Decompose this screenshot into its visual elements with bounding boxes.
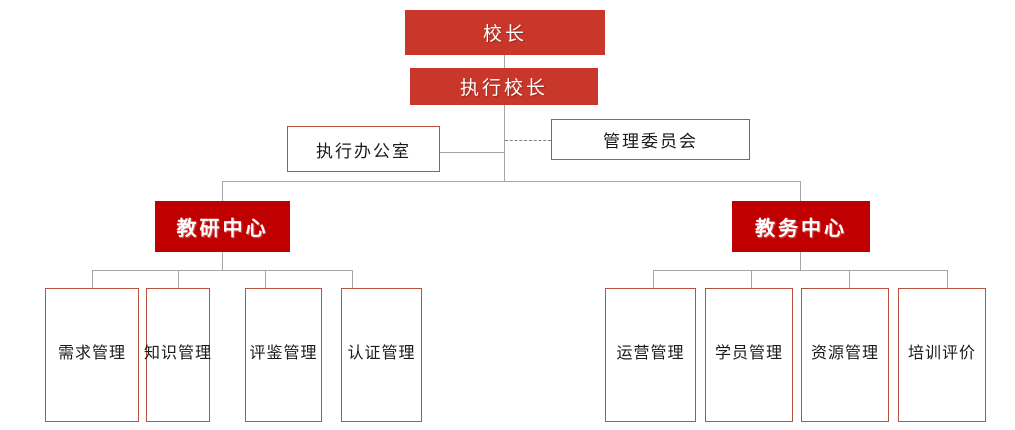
- node-left-child-3-label: 评鉴管理: [249, 345, 318, 362]
- connector-left-group-bar: [92, 270, 352, 272]
- connector-right-group-stem: [800, 252, 802, 270]
- node-executive-principal[interactable]: 执行校长: [410, 68, 598, 105]
- node-principal[interactable]: 校长: [405, 10, 605, 55]
- node-executive-office[interactable]: 执行办公室: [287, 126, 440, 172]
- node-executive-principal-label: 执行校长: [459, 78, 548, 99]
- connector-trunk-vertical: [504, 105, 506, 181]
- node-left-child-2[interactable]: 知识管理: [144, 288, 213, 422]
- node-left-child-2-label: 知识管理: [144, 345, 213, 362]
- connector-left-drop-2: [178, 270, 180, 288]
- connector-centers-horizontal: [222, 181, 801, 183]
- connector-right-drop-1: [653, 270, 655, 288]
- node-right-child-2[interactable]: 学员管理: [705, 288, 793, 422]
- node-right-child-4-label: 培训评价: [907, 345, 976, 362]
- node-academic-affairs-center-label: 教务中心: [755, 218, 847, 240]
- connector-right-group-bar: [653, 270, 947, 272]
- connector-drop-teaching-research: [222, 181, 224, 201]
- node-left-child-1-label: 需求管理: [57, 345, 126, 362]
- node-left-child-4[interactable]: 认证管理: [341, 288, 422, 422]
- connector-management-committee-dashed: [505, 140, 551, 141]
- node-teaching-research-center-label: 教研中心: [176, 218, 269, 240]
- node-left-child-3[interactable]: 评鉴管理: [245, 288, 322, 422]
- connector-drop-academic-affairs: [800, 181, 802, 201]
- node-principal-label: 校长: [482, 24, 527, 45]
- node-management-committee[interactable]: 管理委员会: [551, 119, 750, 160]
- node-right-child-4[interactable]: 培训评价: [898, 288, 986, 422]
- connector-right-drop-4: [947, 270, 949, 288]
- connector-left-group-stem: [222, 252, 224, 270]
- node-teaching-research-center[interactable]: 教研中心: [155, 201, 290, 252]
- connector-left-drop-1: [92, 270, 94, 288]
- connector-left-drop-3: [265, 270, 267, 288]
- node-left-child-4-label: 认证管理: [347, 345, 416, 362]
- node-left-child-1[interactable]: 需求管理: [45, 288, 139, 422]
- node-right-child-2-label: 学员管理: [714, 345, 783, 362]
- node-academic-affairs-center[interactable]: 教务中心: [732, 201, 870, 252]
- connector-principal-to-executive: [504, 55, 506, 69]
- node-executive-office-label: 执行办公室: [316, 141, 411, 161]
- connector-executive-office-stub: [440, 152, 505, 154]
- node-right-child-3-label: 资源管理: [810, 345, 879, 362]
- connector-right-drop-2: [751, 270, 753, 288]
- node-right-child-1[interactable]: 运营管理: [605, 288, 696, 422]
- node-right-child-3[interactable]: 资源管理: [801, 288, 889, 422]
- connector-right-drop-3: [849, 270, 851, 288]
- node-management-committee-label: 管理委员会: [603, 132, 698, 151]
- node-right-child-1-label: 运营管理: [616, 345, 685, 362]
- connector-left-drop-4: [352, 270, 354, 288]
